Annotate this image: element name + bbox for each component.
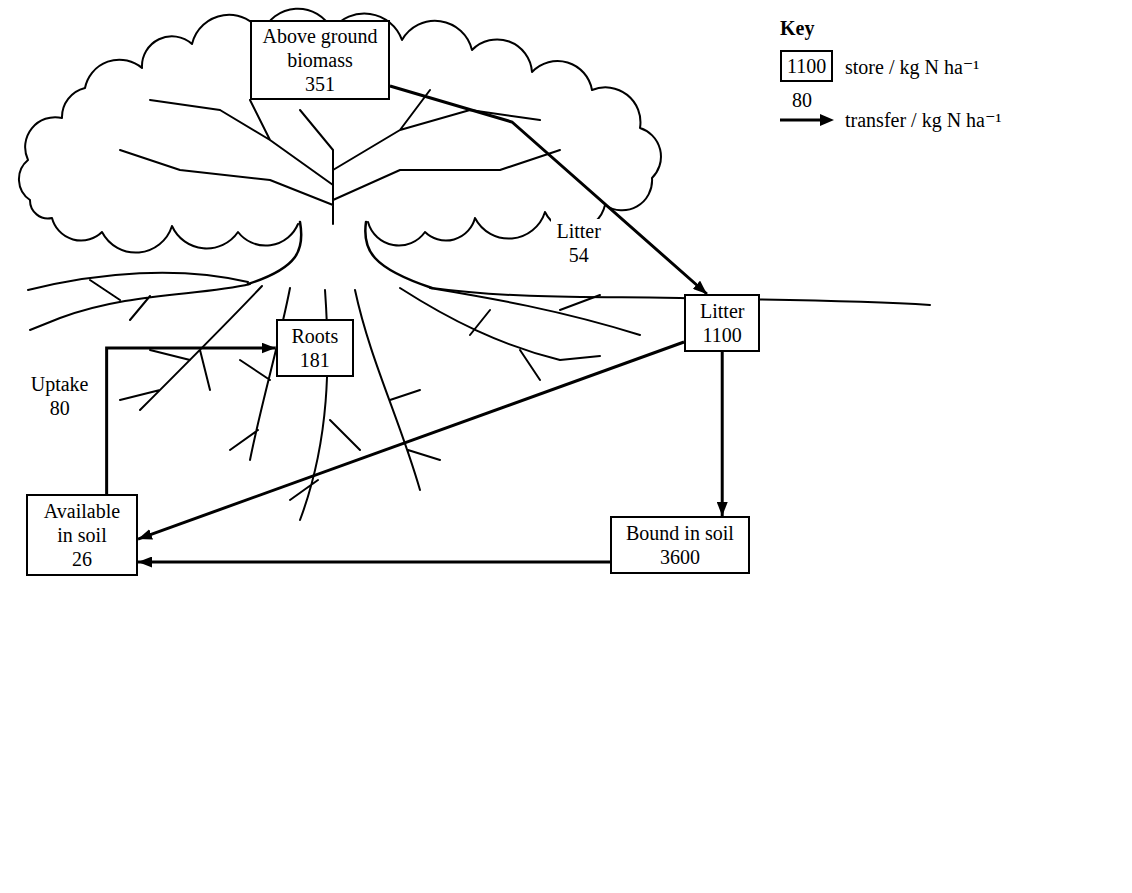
store-box: Above ground biomass351 xyxy=(250,20,390,100)
transfer-arrow xyxy=(138,561,610,564)
connector-group xyxy=(107,86,723,562)
tree-trunk xyxy=(248,222,432,288)
store-box: Bound in soil3600 xyxy=(610,516,750,574)
store-name: Above ground biomass xyxy=(258,24,382,72)
store-box: Litter1100 xyxy=(684,294,760,352)
store-name: Litter xyxy=(700,299,744,323)
store-value: 351 xyxy=(258,72,382,96)
tree-group xyxy=(19,9,930,520)
legend-store-sample: 1100 xyxy=(780,50,833,82)
tree-roots xyxy=(30,280,640,520)
store-name: Roots xyxy=(292,324,339,348)
store-value: 26 xyxy=(36,547,128,571)
legend-text: transfer / kg N ha⁻¹ xyxy=(845,108,1002,132)
transfer-arrow xyxy=(390,86,707,294)
store-value: 3600 xyxy=(626,545,734,569)
store-box: Available in soil26 xyxy=(26,494,138,576)
transfer-arrow xyxy=(107,348,276,494)
legend-arrow-head xyxy=(820,114,834,126)
ground-line xyxy=(28,273,930,305)
store-box: Roots181 xyxy=(276,319,355,377)
key-heading: Key xyxy=(780,16,814,40)
tree-canopy xyxy=(19,9,661,253)
store-name: Available in soil xyxy=(36,499,128,547)
legend-arrow-shaft xyxy=(780,119,822,122)
transfer-arrow xyxy=(721,352,724,516)
store-value: 1100 xyxy=(700,323,744,347)
store-name: Bound in soil xyxy=(626,521,734,545)
legend-transfer-sample-value: 80 xyxy=(792,88,812,112)
store-value: 181 xyxy=(292,348,339,372)
transfer-arrow xyxy=(138,342,684,539)
transfer-label: Litter 54 xyxy=(551,219,607,267)
transfer-label: Uptake 80 xyxy=(25,372,95,420)
legend-text: store / kg N ha⁻¹ xyxy=(845,55,979,79)
tree-branches xyxy=(120,90,560,224)
legend-arrow-sample xyxy=(780,114,834,126)
